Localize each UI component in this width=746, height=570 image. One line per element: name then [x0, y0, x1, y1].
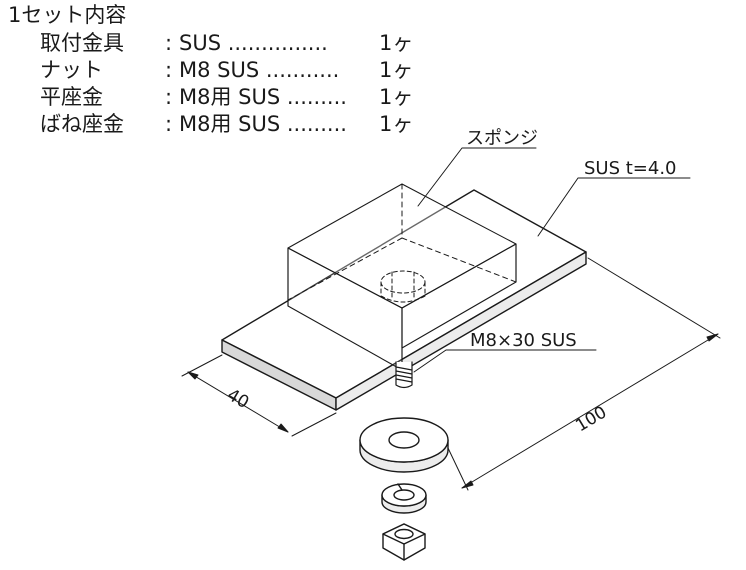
part-name: 取付金具	[40, 31, 124, 55]
sponge-block	[287, 183, 517, 371]
sponge-label: スポンジ	[466, 128, 538, 149]
part-name: ナット	[40, 58, 103, 82]
part-qty: 1ヶ	[379, 58, 414, 82]
parts-row-nut: ナット : M8 SUS ........... 1ヶ	[40, 57, 429, 84]
part-qty: 1ヶ	[379, 31, 414, 55]
length-dimension-label: 100	[572, 402, 610, 436]
part-spec: SUS ...............	[179, 31, 328, 55]
hex-nut	[382, 523, 426, 561]
part-colon: :	[165, 112, 173, 136]
part-qty: 1ヶ	[379, 85, 414, 109]
bolt-spec-label: M8×30 SUS	[470, 330, 577, 351]
flat-washer	[359, 417, 449, 473]
leader-lines	[413, 147, 691, 373]
dimension-100	[447, 257, 721, 491]
spring-washer	[381, 483, 427, 514]
part-name: ばね座金	[40, 112, 124, 136]
parts-row-flat-washer: 平座金 : M8用 SUS ......... 1ヶ	[40, 84, 429, 111]
part-qty: 1ヶ	[379, 112, 414, 136]
parts-list: 取付金具 : SUS ............... 1ヶ ナット : M8 S…	[40, 30, 429, 138]
plate-material-label: SUS t=4.0	[584, 158, 677, 179]
parts-row-spring-washer: ばね座金 : M8用 SUS ......... 1ヶ	[40, 111, 429, 138]
part-colon: :	[165, 58, 173, 82]
width-dimension-label: 40	[224, 385, 253, 413]
part-colon: :	[165, 85, 173, 109]
part-colon: :	[165, 31, 173, 55]
part-name: 平座金	[40, 85, 103, 109]
set-contents-title: 1セット内容	[8, 3, 127, 27]
part-spec: M8 SUS ...........	[179, 58, 340, 82]
bolt-shank	[395, 361, 413, 389]
part-spec: M8用 SUS .........	[179, 112, 347, 136]
parts-row-bracket: 取付金具 : SUS ............... 1ヶ	[40, 30, 429, 57]
bolt-head-hidden	[380, 270, 426, 303]
part-spec: M8用 SUS .........	[179, 85, 347, 109]
dimension-40	[181, 354, 337, 437]
